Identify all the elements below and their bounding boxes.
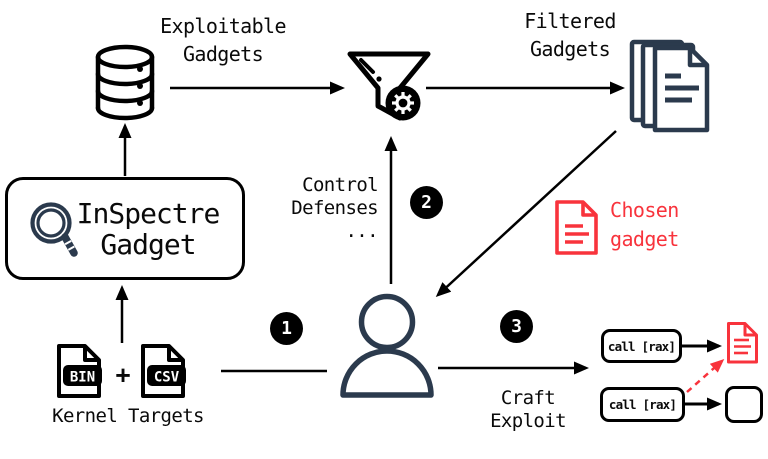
plus-sign: + xyxy=(115,360,131,389)
analyst-person-icon xyxy=(340,293,434,398)
svg-text:CSV: CSV xyxy=(154,370,180,386)
kernel-targets-label: Kernel Targets xyxy=(52,405,204,427)
dashed-arrow-speculative-call xyxy=(686,359,725,393)
svg-text:BIN: BIN xyxy=(70,370,95,386)
gear-icon xyxy=(385,85,421,121)
funnel-filter-icon xyxy=(347,51,431,121)
exploit-gadget-file-icon xyxy=(727,322,758,364)
chosen-gadget-file-icon xyxy=(555,200,598,255)
documents-stack-icon xyxy=(629,39,710,133)
csv-file-icon: CSV xyxy=(141,344,186,398)
gadget-call-box-top: call [rax] xyxy=(601,329,682,363)
step-3-badge: 3 xyxy=(500,310,533,343)
bin-file-icon: BIN xyxy=(57,344,102,398)
step-1-badge: 1 xyxy=(270,312,303,345)
database-icon xyxy=(95,44,155,121)
empty-gadget-box xyxy=(725,386,763,423)
gadget-call-box-bottom: call [rax] xyxy=(600,387,685,422)
step-2-badge: 2 xyxy=(410,186,443,219)
magnifier-icon xyxy=(30,201,78,257)
arrow-documents-to-analyst xyxy=(435,130,617,298)
